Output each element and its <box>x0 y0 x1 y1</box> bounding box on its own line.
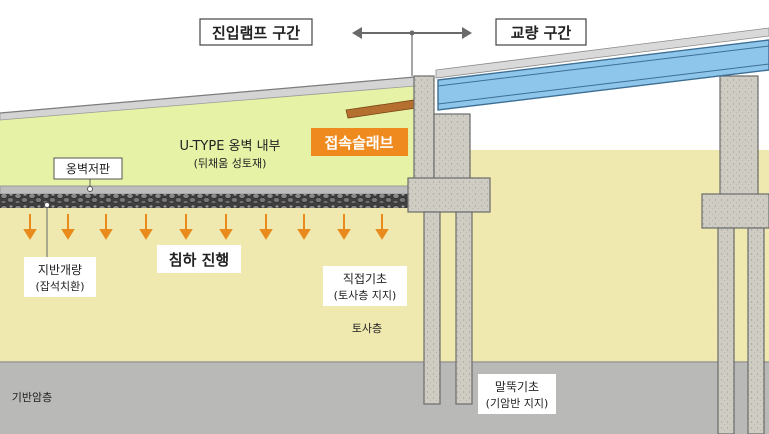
soil-layer-label: 토사층 <box>352 322 382 335</box>
settlement-arrow <box>337 214 351 240</box>
settlement-arrow <box>259 214 273 240</box>
bridge-girder <box>437 39 769 111</box>
wall-base-label: 옹벽저판 <box>66 162 110 176</box>
settlement-label-box <box>157 245 241 273</box>
pile-foundation-label-box <box>478 374 556 414</box>
settlement-arrows <box>23 214 389 240</box>
pile-foundation-title: 말뚝기초 <box>495 380 539 394</box>
ground-improve-title: 지반개량 <box>38 263 82 277</box>
direct-foundation-subtitle: (토사층 지지) <box>334 289 397 302</box>
double-headed-arrow-icon <box>352 27 472 76</box>
bedrock-label: 기반암층 <box>12 391 52 404</box>
approach-slab-badge <box>311 128 408 156</box>
ramp-section-box <box>199 18 313 46</box>
bridge-deck <box>435 27 769 79</box>
wall-base-slab <box>0 185 421 195</box>
pier-pile-left <box>717 227 735 434</box>
direct-foundation-label-box <box>323 266 407 306</box>
pile-foundation-subtitle: (기암반 지지) <box>486 397 549 410</box>
utype-wall-title: U-TYPE 옹벽 내부 <box>179 139 280 154</box>
direct-foundation-title: 직접기초 <box>343 272 387 286</box>
settlement-arrow <box>139 214 153 240</box>
settlement-arrow <box>375 214 389 240</box>
wall-base-label-box <box>53 157 123 180</box>
utype-wall-subtitle: (뒤채움 성토재) <box>194 157 267 170</box>
pile-left <box>423 211 441 405</box>
settlement-arrow <box>23 214 37 240</box>
settlement-arrow <box>297 214 311 240</box>
settlement-arrow <box>219 214 233 240</box>
approach-slab-label: 접속슬래브 <box>324 134 393 152</box>
pier-pile-right <box>747 227 765 434</box>
settlement-arrow <box>61 214 75 240</box>
pile-right <box>455 211 473 405</box>
abutment-footing <box>407 177 491 213</box>
settlement-label: 침하 진행 <box>169 251 229 269</box>
ground-improve-subtitle: (잡석치환) <box>35 280 84 293</box>
settlement-arrow <box>99 214 113 240</box>
settlement-arrow <box>179 214 193 240</box>
pier-footing <box>701 193 769 229</box>
abutment-wall <box>413 75 435 181</box>
pier-column <box>719 75 759 197</box>
bridge-section-box <box>495 18 587 46</box>
abutment-seat <box>433 113 471 181</box>
gravel-layer <box>0 194 420 208</box>
bridge-section-label: 교량 구간 <box>511 24 572 42</box>
ramp-section-label: 진입램프 구간 <box>212 24 300 42</box>
ground-improve-label-box <box>24 257 96 297</box>
bedrock-layer <box>0 362 769 434</box>
